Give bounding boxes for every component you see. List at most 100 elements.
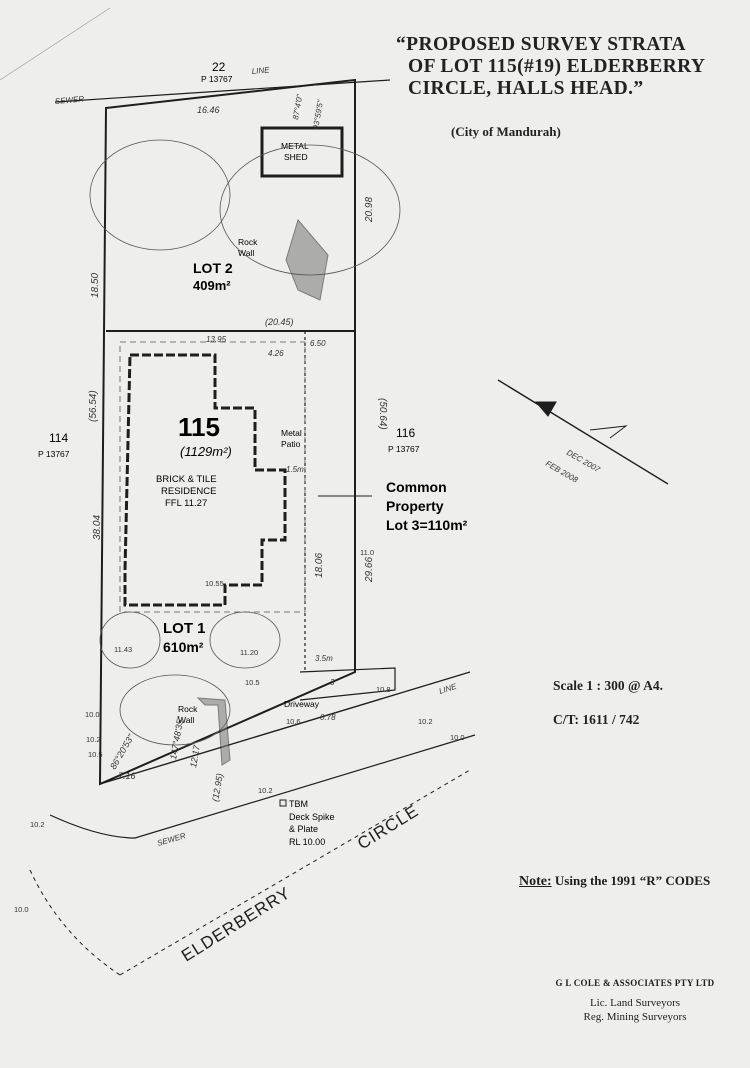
residence-ffl: FFL 11.27 (165, 498, 207, 509)
lot-2-area: 409m² (193, 278, 231, 293)
level: 10.2 (86, 735, 101, 744)
dim-small-2: 6.50 (310, 339, 326, 348)
firm-role-1: Lic. Land Surveyors (589, 997, 681, 1009)
shed-label-2: SHED (284, 152, 308, 162)
dim-left-total: (56.54) (88, 390, 99, 422)
dim-bearing-top-2: 93°59'5" (311, 98, 325, 130)
driveway-label: Driveway (284, 699, 320, 709)
road-frontage (99, 671, 471, 785)
metal-shed (260, 126, 344, 178)
street-name-elderberry: ELDERBERRY (178, 883, 294, 965)
residence-label-2: RESIDENCE (161, 486, 216, 497)
neighbour-left-plan: P 13767 (38, 449, 70, 459)
dim-small-7: 0.78 (320, 713, 336, 722)
tbm-label-1: TBM (289, 799, 308, 809)
level: 10.0 (450, 733, 465, 742)
top-sewer-line (54, 79, 391, 103)
road-edge-curve (29, 869, 121, 976)
dim-bearing-left: 86°20'53" (108, 732, 136, 771)
sewer-bottom-label: SEWER (156, 831, 187, 848)
note: Note: Using the 1991 “R” CODES (519, 873, 710, 890)
note-text: Using the 1991 “R” CODES (551, 873, 711, 888)
lot-2-name: LOT 2 (193, 260, 233, 276)
north-arrow-mark (589, 425, 628, 439)
neighbour-top-plan: P 13767 (201, 74, 233, 84)
neighbour-left-number: 114 (49, 431, 68, 445)
plan-title: “PROPOSED SURVEY STRATA OF LOT 115(#19) … (396, 34, 736, 100)
common-property-label-2: Property (386, 498, 444, 514)
dim-lot2-right: 20.98 (364, 197, 375, 223)
title-line-2: OF LOT 115(#19) ELDERBERRY (408, 56, 706, 77)
level: 10.0 (85, 710, 100, 719)
lot-115-number: 115 (178, 412, 220, 442)
scale-text: Scale 1 : 300 @ A4. (553, 678, 664, 693)
dim-lot2-bottom: (20.45) (265, 317, 294, 327)
certificate-of-title: C/T: 1611 / 742 (553, 712, 640, 727)
tree-canopy (209, 611, 281, 669)
patio-label-2: Patio (281, 439, 301, 449)
dim-bearing-top-1: 87°4'0" (291, 93, 304, 121)
tbm-marker (279, 799, 287, 807)
building-setback-line (119, 341, 306, 613)
tree-canopy (89, 139, 231, 251)
lot-115-area: (1129m²) (180, 444, 232, 459)
note-label: Note: (519, 874, 552, 889)
dim-small-3: 4.26 (268, 349, 284, 358)
dim-top-width: 16.46 (197, 105, 220, 115)
council-name: (City of Mandurah) (451, 124, 561, 139)
tree-canopy (99, 611, 161, 669)
dim-right-lower: 29.66 (364, 557, 375, 583)
sewer-top-label: SEWER (54, 94, 84, 106)
dim-small-5: 1.5m (286, 465, 304, 474)
dim-bearing-bottom: 147°48'35" (168, 715, 186, 760)
paper-fold-line (0, 7, 111, 81)
residence-label-1: BRICK & TILE (156, 474, 217, 485)
dim-right-total: (50.64) (377, 398, 388, 430)
tree-canopy (119, 674, 231, 746)
title-line-3: CIRCLE, HALLS HEAD.” (408, 78, 644, 99)
level: 10.2 (30, 820, 45, 829)
line-top-label: LINE (251, 65, 270, 76)
neighbour-right-plan: P 13767 (388, 444, 420, 454)
level: 10.6 (286, 717, 301, 726)
road-edge-line (119, 769, 471, 976)
rock-wall-bottom-label-2: Wall (178, 715, 194, 725)
dim-bottom-len: (12.95) (210, 773, 225, 803)
firm-role-2: Reg. Mining Surveyors (583, 1011, 687, 1023)
dim-lot1-left: 38.04 (92, 515, 103, 540)
surveyor-firm: G L COLE & ASSOCIATES PTY LTD Lic. Land … (520, 976, 750, 1024)
north-arrow-head (534, 401, 557, 417)
level: 10.0 (14, 905, 29, 914)
street-name-circle: CIRCLE (354, 801, 422, 853)
handwritten-notes: SEWER LINE SEWER LINE DEC 2007 FEB 2008 (54, 65, 602, 848)
lot-1-name: LOT 1 (163, 620, 206, 637)
neighbour-top-number: 22 (212, 60, 226, 74)
patio-label-1: Metal (281, 428, 302, 438)
tbm-label-3: & Plate (289, 824, 318, 834)
level: 10.5 (245, 678, 260, 687)
level: 11.0 (360, 548, 374, 557)
level: 10.5 (88, 750, 103, 759)
level: 10.8 (376, 685, 391, 694)
north-arrow-line (497, 379, 669, 485)
rock-wall-bottom (196, 697, 231, 766)
spot-levels: 10.5 10.0 10.2 10.0 10.2 10.6 10.5 10.2 … (14, 548, 465, 914)
level: 10.2 (418, 717, 433, 726)
tbm-label-4: RL 10.00 (289, 837, 325, 847)
brick-tile-residence (123, 353, 287, 607)
lot-115-outline (98, 78, 356, 786)
level: 11.43 (114, 645, 132, 654)
dim-small-6: 3 (330, 678, 335, 687)
level: 10.2 (258, 786, 273, 795)
common-property-driveway (299, 667, 396, 701)
dimension-labels: 16.46 87°4'0" 93°59'5" 18.50 20.98 (20.4… (88, 93, 388, 803)
line-bottom-label: LINE (438, 682, 458, 696)
lot-1-area: 610m² (163, 639, 204, 655)
level: 10.55 (205, 579, 224, 588)
north-arrow (497, 379, 669, 485)
common-property-label-1: Common (386, 479, 447, 495)
dim-small-1: 13.95 (206, 335, 227, 344)
rock-wall-top (285, 218, 329, 301)
firm-name: G L COLE & ASSOCIATES PTY LTD (555, 978, 715, 988)
